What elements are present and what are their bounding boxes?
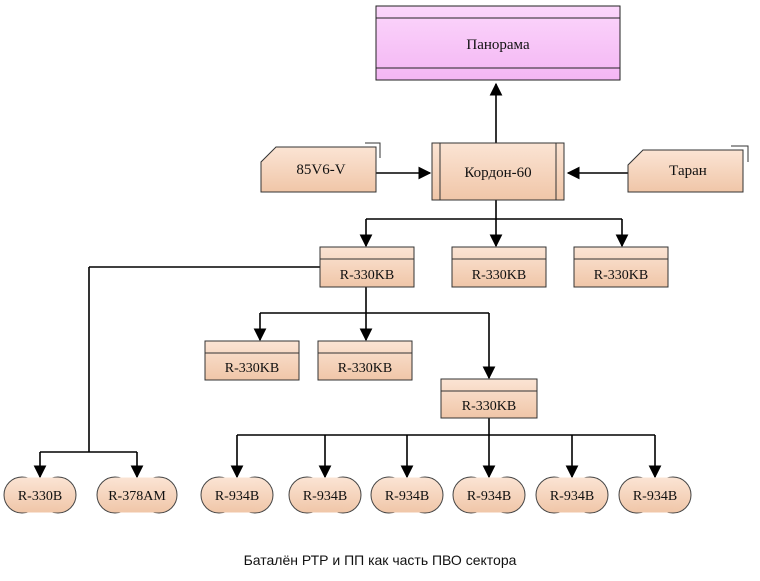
terminal-label: R-934B bbox=[303, 489, 347, 504]
node-r330kb-label: R-330KB bbox=[472, 268, 526, 283]
node-r330kb-level1-b[interactable]: R-330KB bbox=[451, 246, 547, 288]
terminal-label: R-934B bbox=[633, 489, 677, 504]
terminal-row: R-330B R-378AM R-934B R-934B R-934B R-934B R-9… bbox=[3, 476, 692, 514]
node-kordon-60[interactable]: Кордон-60 bbox=[431, 142, 565, 201]
terminal-label: R-934B bbox=[215, 489, 259, 504]
terminal-node[interactable]: R-934B bbox=[200, 476, 274, 514]
terminal-node[interactable]: R-378AM bbox=[96, 476, 178, 514]
terminal-node[interactable]: R-934B bbox=[618, 476, 692, 514]
node-r330kb-label: R-330KB bbox=[338, 361, 392, 376]
node-r330kb-label: R-330KB bbox=[340, 268, 394, 283]
node-r330kb-label: R-330KB bbox=[594, 268, 648, 283]
connections bbox=[33, 82, 662, 479]
node-r330kb-level3[interactable]: R-330KB bbox=[440, 378, 538, 419]
node-taran-label: Таран bbox=[669, 163, 707, 179]
node-r330kb-level1-a[interactable]: R-330KB bbox=[319, 246, 415, 288]
terminal-node[interactable]: R-934B bbox=[535, 476, 609, 514]
node-r330kb-level1-c[interactable]: R-330KB bbox=[573, 246, 669, 288]
node-panorama[interactable]: Панорама bbox=[375, 5, 621, 81]
node-panorama-label: Панорама bbox=[466, 37, 530, 53]
terminal-node[interactable]: R-934B bbox=[452, 476, 526, 514]
node-85v6-v[interactable]: 85V6-V bbox=[260, 142, 381, 193]
node-r330kb-label: R-330KB bbox=[225, 361, 279, 376]
terminal-node[interactable]: R-934B bbox=[370, 476, 444, 514]
terminal-node[interactable]: R-330B bbox=[3, 476, 77, 514]
terminal-label: R-330B bbox=[18, 489, 62, 504]
terminal-label: R-934B bbox=[385, 489, 429, 504]
terminal-node[interactable]: R-934B bbox=[288, 476, 362, 514]
node-r330kb-level2-a[interactable]: R-330KB bbox=[204, 340, 300, 381]
node-r330kb-level2-b[interactable]: R-330KB bbox=[317, 340, 413, 381]
node-85v6-label: 85V6-V bbox=[296, 162, 345, 178]
diagram-caption: Баталён РТР и ПП как часть ПВО сектора bbox=[243, 552, 517, 568]
terminal-label: R-934B bbox=[467, 489, 511, 504]
node-kordon-label: Кордон-60 bbox=[464, 165, 531, 181]
terminal-label: R-934B bbox=[550, 489, 594, 504]
node-r330kb-label: R-330KB bbox=[462, 399, 516, 414]
node-taran[interactable]: Таран bbox=[627, 145, 749, 193]
terminal-label: R-378AM bbox=[108, 489, 166, 504]
